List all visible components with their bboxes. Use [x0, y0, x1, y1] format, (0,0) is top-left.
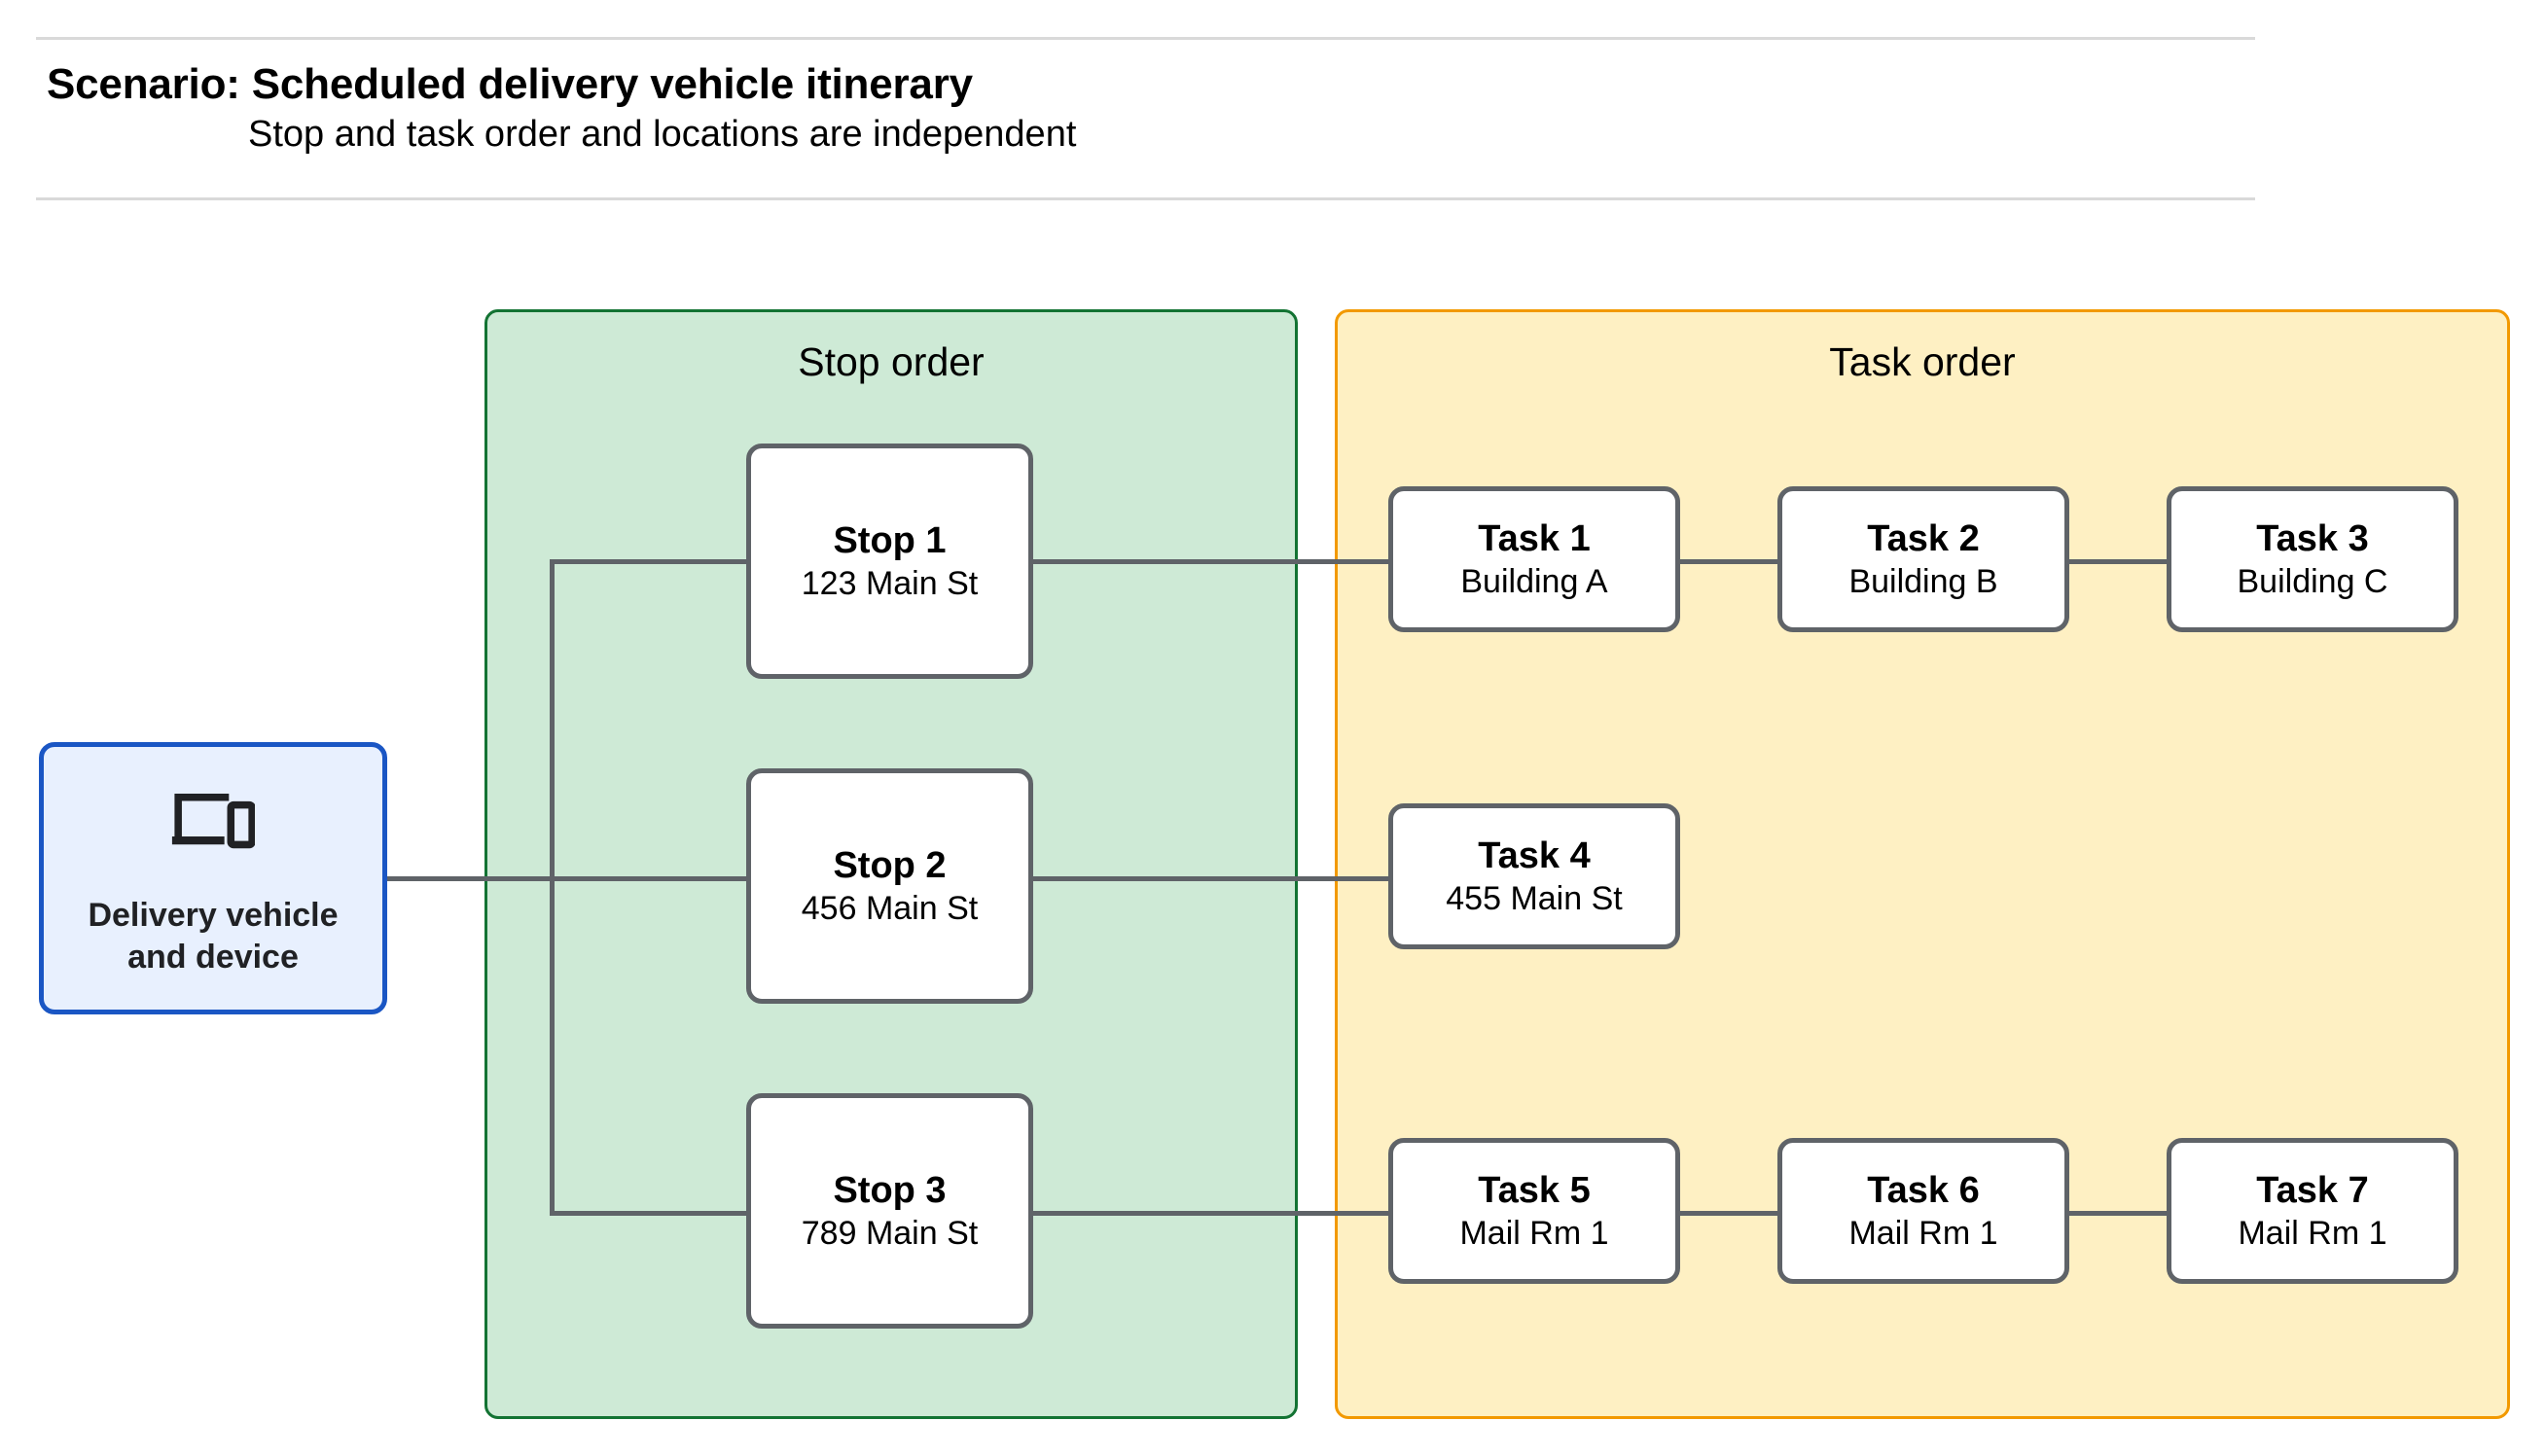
- devices-icon: [171, 790, 255, 850]
- header-divider-top: [36, 37, 2255, 40]
- task-node-title: Task 5: [1478, 1169, 1591, 1211]
- task-node-title: Task 3: [2256, 517, 2369, 559]
- task-node-title: Task 4: [1478, 835, 1591, 876]
- task-node-location: Mail Rm 1: [1459, 1215, 1609, 1253]
- task-node-5[interactable]: Task 5 Mail Rm 1: [1388, 1138, 1680, 1284]
- stop-node-1[interactable]: Stop 1 123 Main St: [746, 444, 1033, 679]
- task-node-7[interactable]: Task 7 Mail Rm 1: [2167, 1138, 2458, 1284]
- stop-node-address: 456 Main St: [801, 890, 979, 928]
- stop-node-address: 123 Main St: [801, 565, 979, 603]
- task-node-title: Task 6: [1867, 1169, 1980, 1211]
- task-node-4[interactable]: Task 4 455 Main St: [1388, 803, 1680, 949]
- stop-node-address: 789 Main St: [801, 1215, 979, 1253]
- page-subtitle: Stop and task order and locations are in…: [248, 114, 1077, 155]
- delivery-vehicle-label-line2: and device: [127, 938, 299, 976]
- task-node-location: Building B: [1848, 563, 1998, 601]
- stop-node-2[interactable]: Stop 2 456 Main St: [746, 768, 1033, 1004]
- connector-task-5-to-task-6: [1676, 1211, 1799, 1216]
- connector-stop-1-to-task-1: [1029, 559, 1393, 564]
- task-node-location: Mail Rm 1: [2238, 1215, 2387, 1253]
- connector-vehicle-to-trunk: [387, 876, 555, 881]
- task-node-location: 455 Main St: [1446, 880, 1623, 918]
- connector-task-2-to-task-3: [2065, 559, 2188, 564]
- task-node-title: Task 7: [2256, 1169, 2369, 1211]
- task-node-title: Task 2: [1867, 517, 1980, 559]
- delivery-vehicle-node[interactable]: Delivery vehicle and device: [39, 742, 387, 1014]
- header-divider-bottom: [36, 197, 2255, 200]
- page-title: Scenario: Scheduled delivery vehicle iti…: [47, 60, 973, 108]
- stop-order-panel-title: Stop order: [798, 339, 985, 384]
- task-node-location: Mail Rm 1: [1848, 1215, 1998, 1253]
- task-node-location: Building C: [2237, 563, 2388, 601]
- connector-trunk-to-stop-2: [550, 876, 751, 881]
- stop-node-3[interactable]: Stop 3 789 Main St: [746, 1093, 1033, 1329]
- task-node-2[interactable]: Task 2 Building B: [1777, 486, 2069, 632]
- connector-task-6-to-task-7: [2065, 1211, 2188, 1216]
- task-node-3[interactable]: Task 3 Building C: [2167, 486, 2458, 632]
- task-node-location: Building A: [1460, 563, 1608, 601]
- task-order-panel-title: Task order: [1829, 339, 2016, 384]
- task-node-title: Task 1: [1478, 517, 1591, 559]
- connector-stop-2-to-task-4: [1029, 876, 1393, 881]
- delivery-vehicle-label: Delivery vehicle and device: [88, 895, 338, 978]
- connector-stop-3-to-task-5: [1029, 1211, 1393, 1216]
- stop-node-title: Stop 3: [833, 1169, 947, 1211]
- task-node-6[interactable]: Task 6 Mail Rm 1: [1777, 1138, 2069, 1284]
- connector-trunk-to-stop-3: [550, 1211, 751, 1216]
- task-node-1[interactable]: Task 1 Building A: [1388, 486, 1680, 632]
- stop-node-title: Stop 2: [833, 844, 947, 886]
- stop-node-title: Stop 1: [833, 519, 947, 561]
- connector-trunk-to-stop-1: [550, 559, 751, 564]
- connector-task-1-to-task-2: [1676, 559, 1799, 564]
- delivery-vehicle-label-line1: Delivery vehicle: [88, 897, 339, 934]
- connector-stop-trunk: [550, 561, 555, 1215]
